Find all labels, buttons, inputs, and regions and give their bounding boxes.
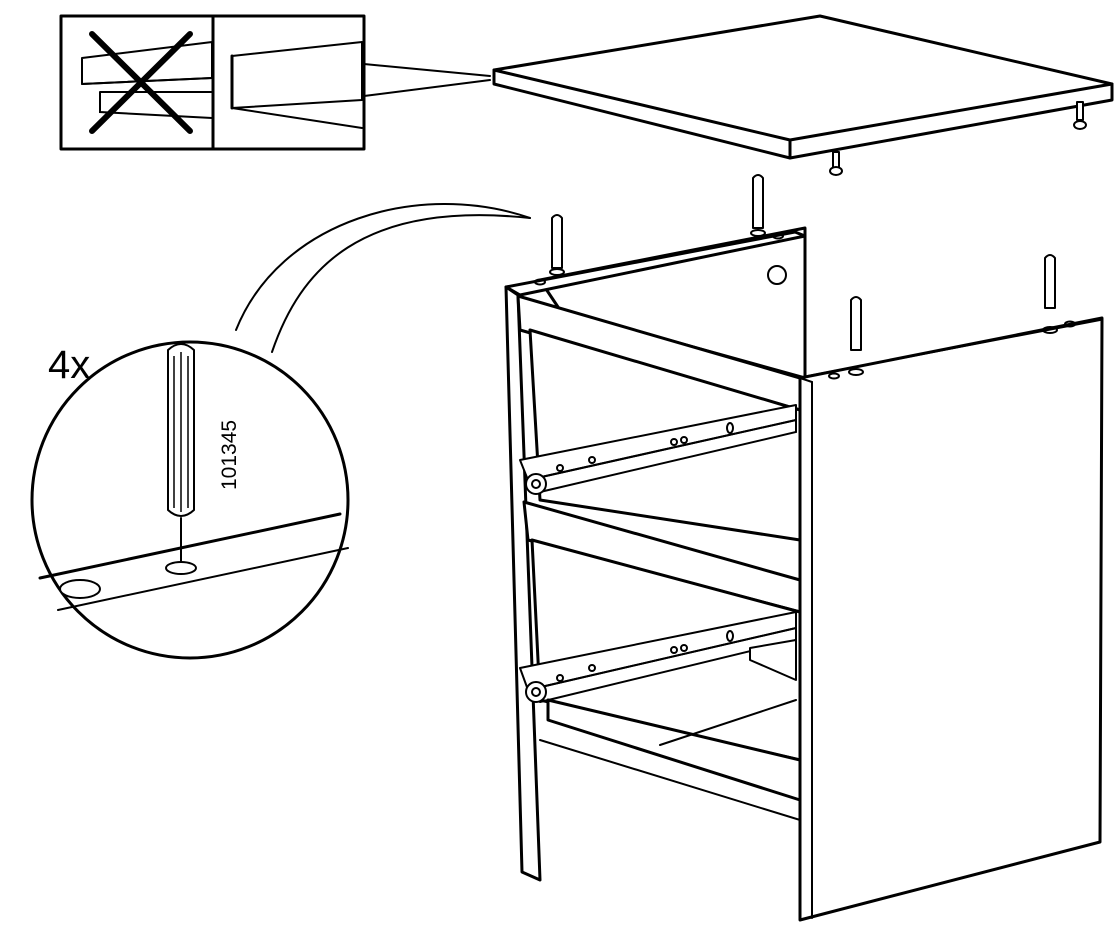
top-panel-dowel (1073, 101, 1087, 130)
frame-dowel (1042, 254, 1058, 334)
cabinet-frame (504, 226, 1104, 922)
frame-dowel (549, 214, 565, 276)
dowel-detail-callout: 4x 101345 (30, 203, 531, 660)
correct-panel-example (230, 41, 363, 129)
quantity-label: 4x (48, 343, 90, 387)
top-panel-dowel (829, 151, 843, 176)
wrong-panel-example (81, 41, 213, 119)
drawer-runner-lower (519, 611, 797, 703)
drawer-runner-upper (519, 404, 797, 495)
frame-dowel (750, 174, 766, 237)
part-number-label: 101345 (218, 420, 241, 490)
top-panel (492, 14, 1114, 176)
wooden-dowel-icon (167, 343, 195, 563)
orientation-inset (59, 14, 491, 151)
frame-dowel (848, 296, 864, 376)
cross-mark-icon (89, 31, 193, 134)
